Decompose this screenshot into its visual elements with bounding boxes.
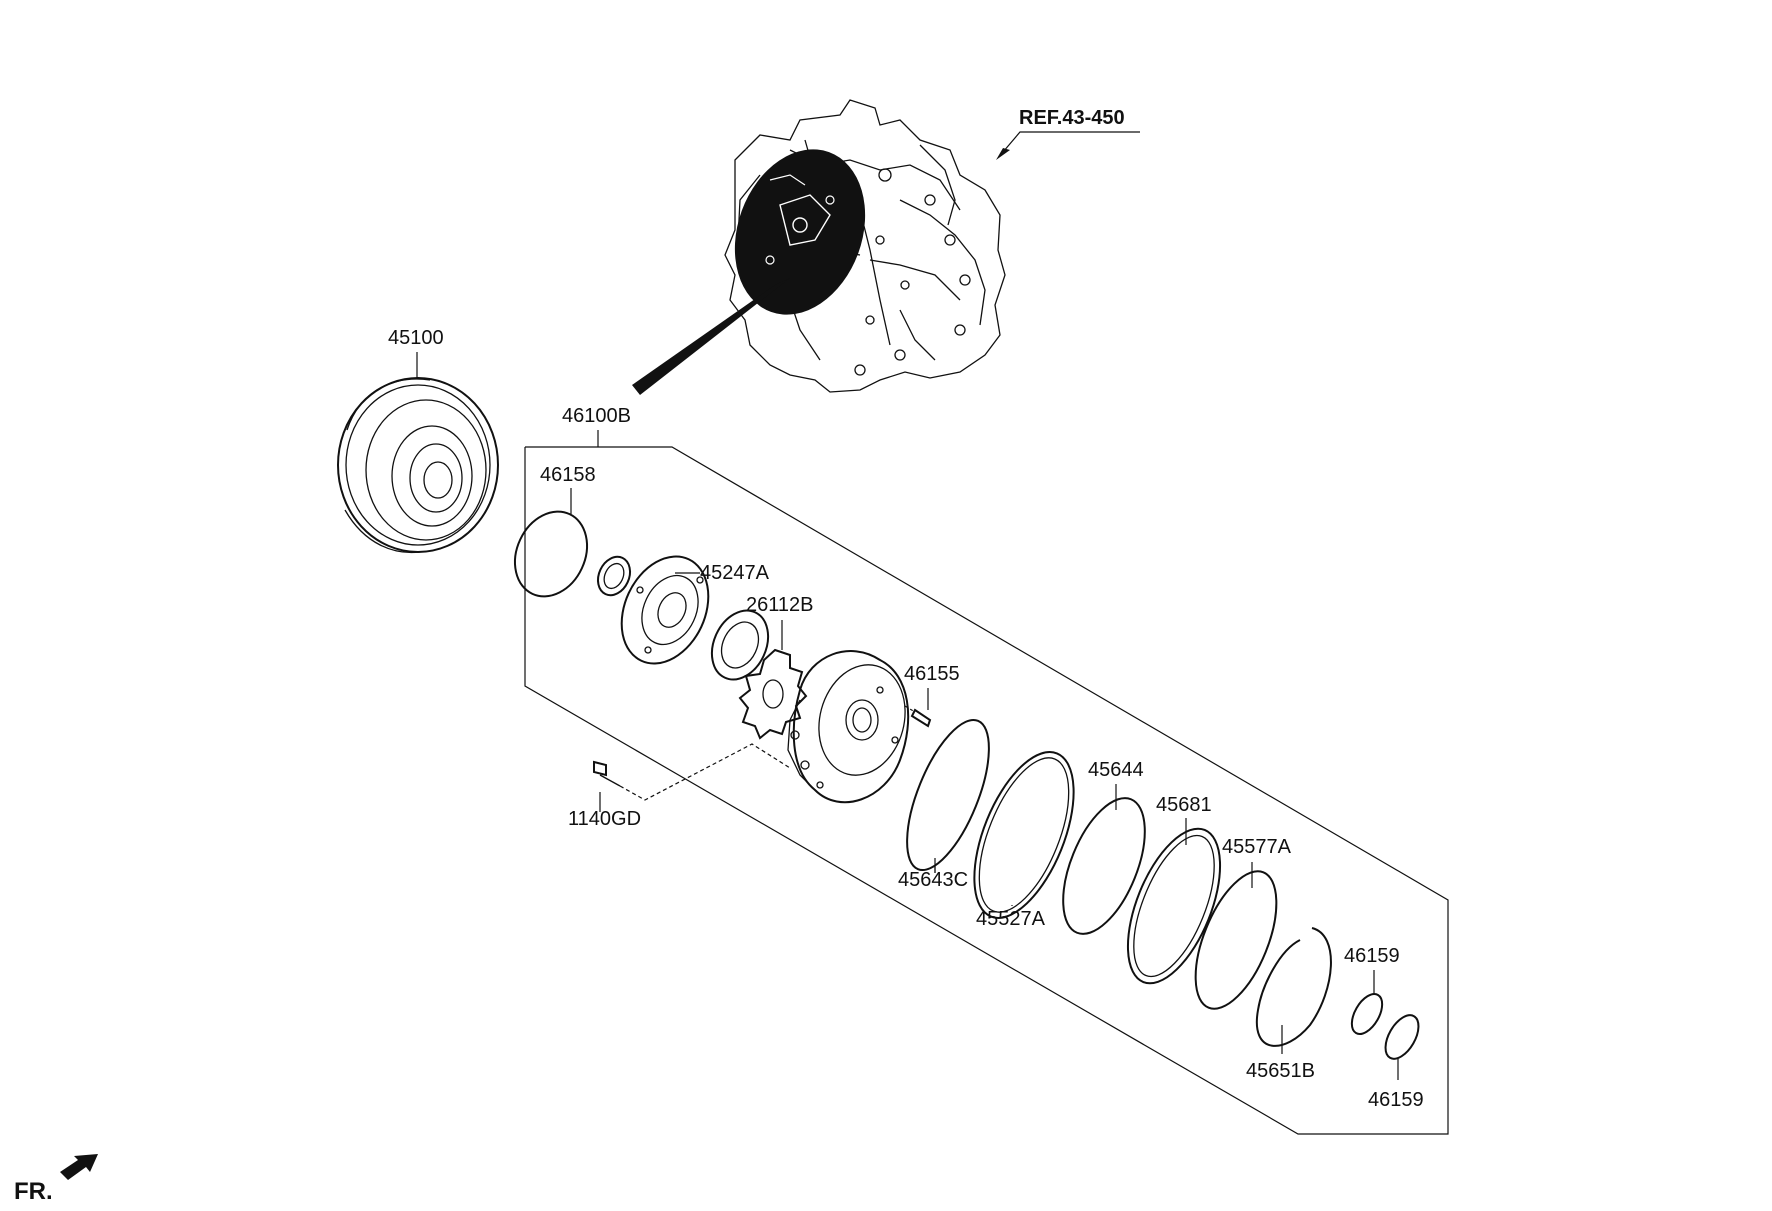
front-direction: FR. — [14, 1154, 98, 1205]
part-45577A: 45577A — [1194, 836, 1292, 1010]
group-bracket-46100B: 46100B — [524, 405, 1449, 1135]
part-46159-lower: 46159 — [1368, 1014, 1424, 1111]
label-45651B[interactable]: 45651B — [1246, 1060, 1315, 1082]
label-45644[interactable]: 45644 — [1088, 759, 1144, 781]
label-46159-lower[interactable]: 46159 — [1368, 1089, 1424, 1111]
part-46155: 46155 — [904, 663, 960, 728]
torque-converter: 45100 — [337, 327, 499, 554]
transmission-assembly-icon — [632, 99, 1006, 395]
fr-label[interactable]: FR. — [14, 1178, 53, 1205]
oil-seal — [596, 555, 632, 597]
part-1140GD: 1140GD — [568, 743, 791, 830]
part-45643C: 45643C — [898, 718, 990, 891]
label-46100B[interactable]: 46100B — [562, 405, 631, 427]
part-45527A: 45527A — [973, 751, 1075, 930]
ref-callout: REF.43-450 — [996, 107, 1140, 160]
label-45527A[interactable]: 45527A — [976, 908, 1046, 930]
part-26112B: 26112B — [738, 594, 813, 740]
label-26112B[interactable]: 26112B — [746, 594, 813, 616]
part-45247A: 45247A — [620, 555, 770, 665]
part-45644: 45644 — [1062, 759, 1146, 935]
label-45100[interactable]: 45100 — [388, 327, 444, 349]
part-45681: 45681 — [1126, 794, 1222, 985]
label-45247A[interactable]: 45247A — [700, 562, 770, 584]
label-46158[interactable]: 46158 — [540, 464, 596, 486]
pump-housing — [787, 650, 910, 804]
label-1140GD[interactable]: 1140GD — [568, 808, 641, 830]
label-46159-upper[interactable]: 46159 — [1344, 945, 1400, 967]
label-46155[interactable]: 46155 — [904, 663, 960, 685]
part-46159-upper: 46159 — [1344, 945, 1400, 1035]
label-45577A[interactable]: 45577A — [1222, 836, 1292, 858]
part-46158: 46158 — [514, 464, 596, 598]
ref-label[interactable]: REF.43-450 — [1019, 107, 1125, 129]
outer-gear — [710, 609, 770, 681]
part-45651B: 45651B — [1246, 927, 1332, 1082]
label-45643C[interactable]: 45643C — [898, 869, 968, 891]
label-45681[interactable]: 45681 — [1156, 794, 1212, 816]
arrow-icon — [60, 1154, 98, 1180]
